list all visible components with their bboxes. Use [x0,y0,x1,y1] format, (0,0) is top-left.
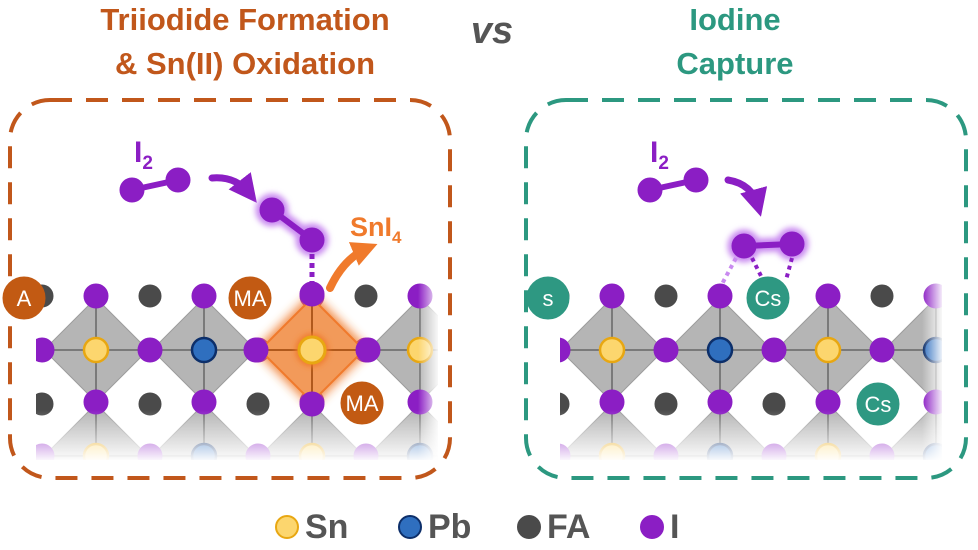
weak-interaction [750,257,764,279]
fa-cation [654,284,678,308]
iodine-atom [355,337,381,363]
fa-cation [354,284,378,308]
fa-cation [870,284,894,308]
sn-atom [814,336,842,364]
i2-atom [165,167,191,193]
sn-atom [82,336,110,364]
right-title-line1: Iodine [689,2,781,37]
left-perovskite-lattice [36,283,438,460]
cs-cation-edge-text: s [543,286,554,311]
right-title-line2: Capture [676,46,794,81]
vs-label: vs [470,10,514,52]
iodine-atom [191,283,217,309]
iodine-atom [83,283,109,309]
cs-cation-disc [746,276,790,320]
right-lattice-fade-right [922,268,944,462]
iodine-atom [299,391,325,417]
legend-label-fa: FA [547,507,591,546]
cs-cation-edge: s [526,276,570,320]
weak-interaction [784,257,794,281]
i2-atom [683,167,709,193]
iodine-atom-icon [640,515,664,539]
left-title-line2: & Sn(II) Oxidation [114,46,376,81]
sni4-release-arrow [326,242,378,292]
legend-item-pb: Pb [398,505,471,549]
legend-label-i: I [670,507,680,546]
i2-atom [637,177,663,203]
i2-atom [119,177,145,203]
iodine-atom [707,283,733,309]
weak-interaction [720,257,738,285]
iodine-atom [299,281,325,307]
right-i2-label: I2 [650,136,669,174]
cs-cation-edge-disc [526,276,570,320]
triiodide-atom [259,197,285,223]
captured-i2-atom [779,231,805,257]
iodine-atom [815,283,841,309]
pb-atom-icon [398,515,422,539]
pb-atom [190,336,218,364]
fa-cation [560,392,570,416]
left-panel-title: Triiodide Formation & Sn(II) Oxidation [20,0,470,86]
iodine-atom [137,337,163,363]
legend-label-pb: Pb [428,507,472,546]
triiodide-atom [299,227,325,253]
legend-item-sn: Sn [275,505,348,549]
iodine-atom [560,337,571,363]
cs-cation-text: Cs [865,392,892,417]
iodine-atom [653,337,679,363]
sn-atom-icon [275,515,299,539]
legend-item-i: I [640,505,679,549]
pb-atom [706,336,734,364]
cs-cation-text: Cs [755,286,782,311]
right-perovskite-lattice [560,283,942,460]
legend-label-sn: Sn [305,507,349,546]
sn-atom [297,335,327,365]
iodine-atom [761,337,787,363]
sn-atom [598,336,626,364]
capture-arrow [724,176,768,217]
sni4-product-label: SnI4 [350,212,402,247]
right-panel-title: Iodine Capture [580,0,890,86]
right-panel-frame [524,98,968,480]
legend: Sn Pb FA I [0,505,978,549]
ma-cation-disc [340,381,384,425]
ma-cation-disc [228,276,272,320]
left-reaction-overlay: MA MA A [2,167,384,425]
left-lattice-fade [36,410,438,462]
ma-cation-text: MA [346,391,379,416]
captured-i2-atom [731,233,757,259]
ma-cation: MA [340,381,384,425]
ma-cation: MA [228,276,272,320]
reaction-arrow [208,172,257,203]
ma-cation-text: MA [234,286,267,311]
fa-cation [138,284,162,308]
iodine-atom [36,337,55,363]
left-title-line1: Triiodide Formation [100,2,390,37]
left-lattice-fade-right [418,268,440,462]
iodine-atom [869,337,895,363]
cs-cation-disc [856,382,900,426]
ma-cation-edge: A [2,276,46,320]
fa-cation-icon [517,515,541,539]
iodine-atom [243,337,269,363]
left-panel-frame [8,98,452,480]
left-i2-label: I2 [134,136,153,174]
cs-cation: Cs [746,276,790,320]
cs-cation: Cs [856,382,900,426]
ma-cation-edge-disc [2,276,46,320]
iodine-atom [599,283,625,309]
ma-cation-edge-text: A [17,286,32,311]
legend-item-fa: FA [517,505,590,549]
